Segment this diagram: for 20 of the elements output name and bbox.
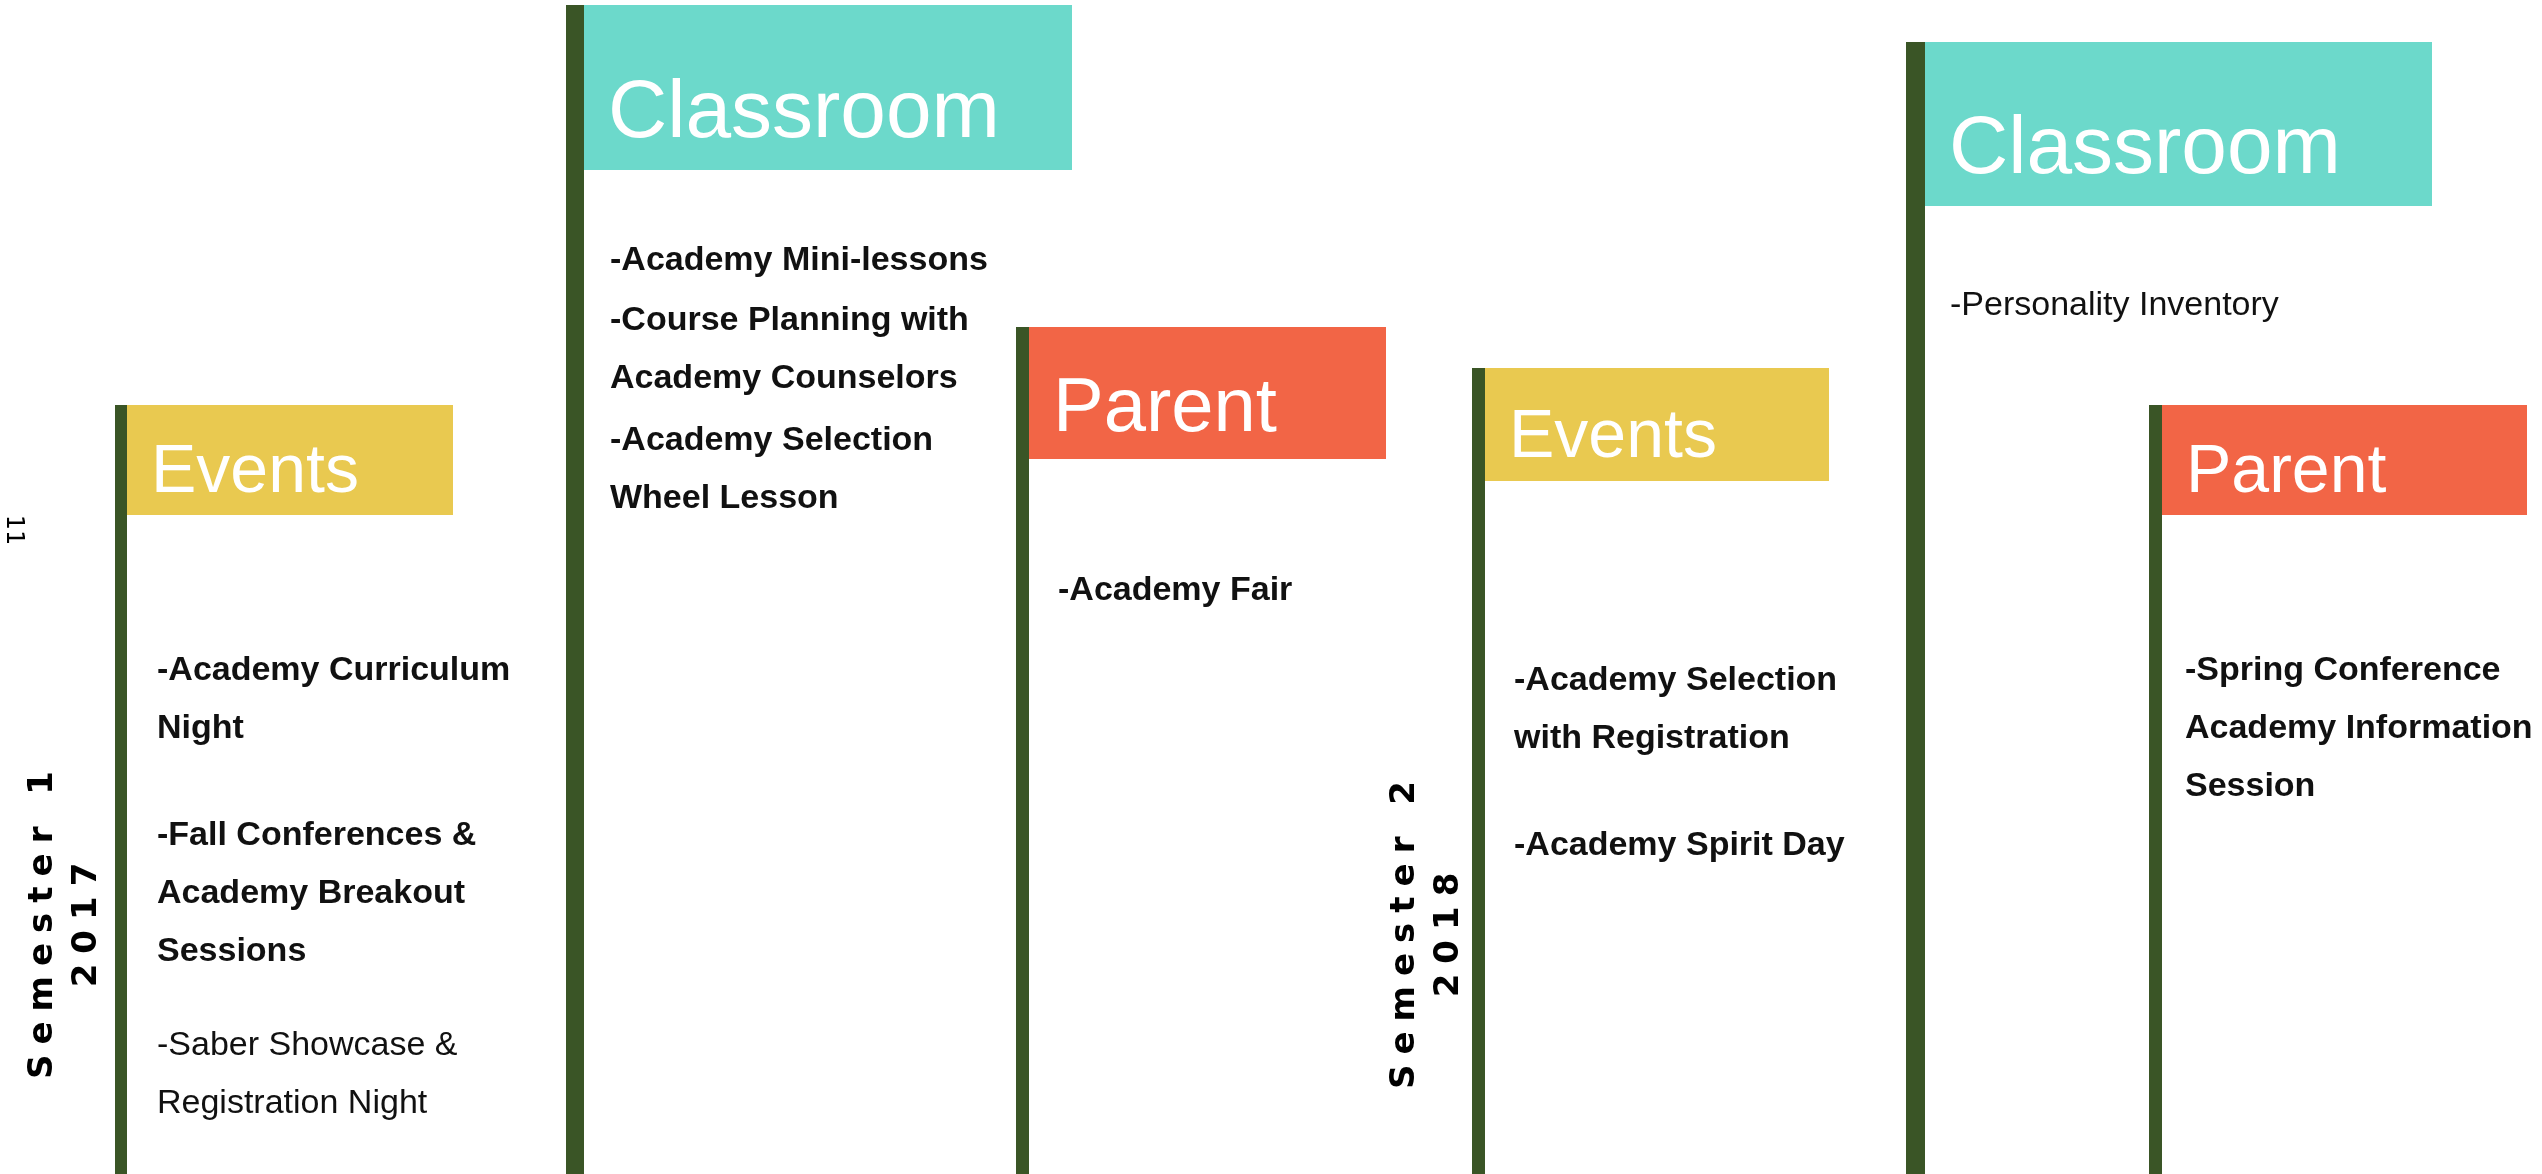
flag-banner: Parent xyxy=(2162,405,2527,515)
activity-text: -Course Planning with Academy Counselors xyxy=(610,298,970,397)
activity-text: -Academy Selection with Registration xyxy=(1514,658,1839,757)
page-number: 11 xyxy=(0,513,30,548)
activity-text: -Academy Curriculum Night xyxy=(157,648,512,747)
flag-banner: Parent xyxy=(1029,327,1386,459)
activity-text: -Personality Inventory xyxy=(1950,283,2280,324)
activity-text: -Academy Spirit Day xyxy=(1514,823,1846,864)
activity-text: -Academy Fair xyxy=(1058,568,1294,609)
flag-banner: Classroom xyxy=(584,5,1072,170)
activity-text: -Academy Selection Wheel Lesson xyxy=(610,418,935,517)
semester-label: Semester 2 2018 xyxy=(1381,770,1468,1091)
flag-banner: Events xyxy=(127,405,453,515)
activity-text: -Spring Conference Academy Information Session xyxy=(2185,648,2534,805)
flag-banner: Classroom xyxy=(1925,42,2432,206)
activity-text: -Fall Conferences & Academy Breakout Sessions xyxy=(157,813,478,970)
semester-label: Semester 1 2017 xyxy=(19,760,106,1081)
flag-banner: Events xyxy=(1485,368,1829,481)
activity-text: -Saber Showcase & Registration Night xyxy=(157,1023,459,1122)
activity-text: -Academy Mini-lessons xyxy=(610,238,989,279)
